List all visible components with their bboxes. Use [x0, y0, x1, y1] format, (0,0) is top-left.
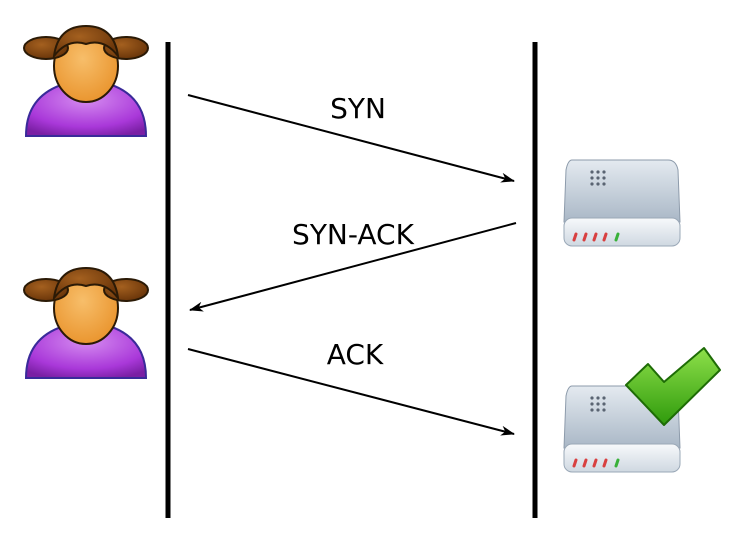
syn-ack-label: SYN-ACK: [292, 218, 415, 251]
client-person-icon-second: [23, 267, 149, 379]
ack-label: ACK: [327, 338, 384, 371]
syn-label: SYN: [330, 92, 386, 125]
syn-arrow: [187, 94, 515, 183]
server-modem-icon: [562, 158, 682, 248]
checkmark-icon: [625, 347, 721, 426]
ack-arrow: [187, 348, 515, 436]
syn-ack-arrow: [189, 222, 517, 312]
client-person-icon: [23, 25, 149, 137]
